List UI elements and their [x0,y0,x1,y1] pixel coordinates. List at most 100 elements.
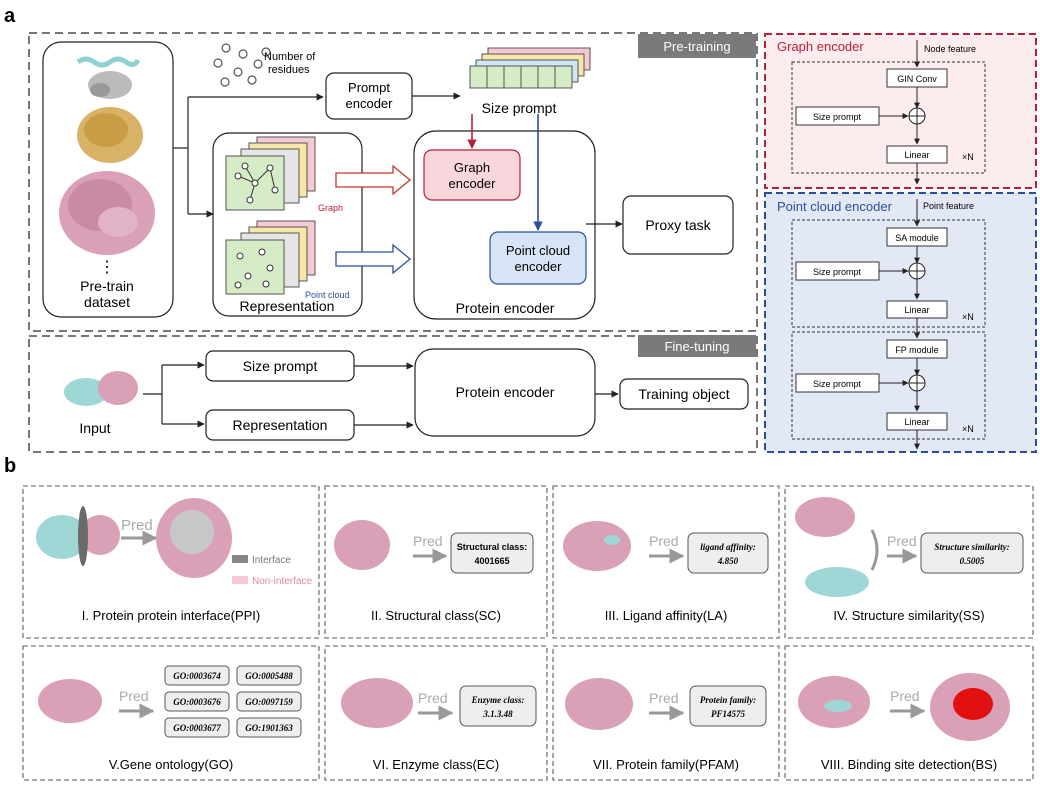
task-box-ec [324,645,548,781]
gin-conv-label: GIN Conv [897,74,937,84]
go-protein [38,679,102,723]
pfam-output-line1: Protein family: [700,695,756,705]
training-object-box [619,378,749,410]
pretraining-frame [28,32,758,332]
ge-times-n: ×N [962,152,974,162]
pc-linear-label-2: Linear [904,417,929,427]
protein-structures-image [59,56,155,255]
interface-label: Interface [252,555,291,566]
pc-times-n-2: ×N [962,424,974,434]
point-cloud-encoder-box [489,231,587,285]
go-term: GO:0003674 [173,671,221,681]
ss-pred-label: Pred [887,533,917,549]
ec-output-box [459,685,537,727]
ppi-output-surface [156,498,232,578]
residue-dots [213,43,271,87]
pc-add-icon-1 [908,262,926,280]
pfam-protein [565,678,633,730]
task-box-bs [784,645,1034,781]
ppi-input-protein [36,506,120,566]
graph-tag: Graph [318,203,343,213]
ss-output-line1: Structure similarity: [934,542,1009,552]
ec-pred-label: Pred [418,690,448,706]
node-feature-label: Node feature [924,44,976,54]
ft-protein-encoder-label: Protein encoder [456,384,555,400]
bs-pred-label: Pred [890,688,920,704]
number-of-residues-line1: Number of [264,51,316,63]
bs-ligand [824,700,852,712]
panel-b-label: b [4,455,16,477]
task-title-ec: VI. Enzyme class(EC) [373,757,499,772]
la-output-box [687,532,769,574]
pc-size-prompt-label-2: Size prompt [813,379,862,389]
graph-hollow-arrow [335,164,412,196]
point-feature-label: Point feature [923,201,974,211]
go-term: GO:0003677 [173,723,221,733]
pc-add-icon-2 [908,374,926,392]
training-object-label: Training object [638,386,729,402]
go-pred-label: Pred [119,688,149,704]
go-term: GO:0097159 [245,697,293,707]
sc-output-box [450,532,534,574]
go-term: GO:0003676 [173,697,221,707]
proxy-task-box [622,195,734,255]
non-interface-label: Non-interface [252,576,312,587]
ge-add-icon [908,107,926,125]
task-box-la [552,485,780,639]
pc-linear-label-1: Linear [904,305,929,315]
ft-size-prompt-label: Size prompt [243,358,318,374]
task-title-ppi: I. Protein protein interface(PPI) [82,608,260,623]
go-terms-grid [164,665,302,738]
bs-output-surface [930,673,1010,741]
graph-representation-stack [225,136,316,211]
ss-output-line2: 0.5005 [960,556,985,566]
sa-module-label: SA module [895,233,939,243]
ec-protein [341,678,413,728]
protein-encoder-label: Protein encoder [456,300,555,316]
task-title-ss: IV. Structure similarity(SS) [833,608,984,623]
representation-label: Representation [240,298,335,314]
pretrain-dataset-line2: dataset [84,294,130,310]
point-cloud-representation-stack [225,220,316,295]
la-ligand [604,535,620,545]
sc-output-line1: Structural class: [457,542,528,552]
ec-output-line2: 3.1.3.48 [482,709,513,719]
ec-output-line1: Enzyme class: [471,695,525,705]
pretraining-tab [638,34,756,58]
ss-output-box [920,532,1024,574]
point-cloud-encoder-line1: Point cloud [506,243,570,258]
la-pred-label: Pred [649,533,679,549]
sc-output-line2: 4001665 [474,556,509,566]
prompt-encoder-line2: encoder [346,96,394,111]
graph-encoder-panel-title: Graph encoder [777,39,864,54]
task-box-go [22,645,320,781]
ss-compare-arrow [870,529,879,571]
la-output-line2: 4.850 [717,556,739,566]
la-output-line1: ligand affinity: [700,542,756,552]
sc-protein [334,520,390,570]
prompt-encoder-line1: Prompt [348,80,390,95]
pfam-pred-label: Pred [649,690,679,706]
fp-module-label: FP module [895,345,938,355]
task-title-bs: VIII. Binding site detection(BS) [821,757,997,772]
size-prompt-tensor [469,47,591,89]
graph-encoder-line2: encoder [449,176,497,191]
task-title-sc: II. Structural class(SC) [371,608,501,623]
non-interface-swatch [232,576,248,584]
pretrain-dataset-line1: Pre-train [80,278,134,294]
ft-representation-label: Representation [233,417,328,433]
size-prompt-label: Size prompt [482,100,557,116]
input-protein-image [64,371,138,406]
task-box-ppi [22,485,320,639]
ft-input-label: Input [79,420,110,436]
ppi-pred-label: Pred [121,517,153,534]
point-cloud-encoder-line2: encoder [515,259,563,274]
point-cloud-tag: Point cloud [305,290,350,300]
go-term: GO:0005488 [245,671,293,681]
task-title-go: V.Gene ontology(GO) [109,757,234,772]
proxy-task-label: Proxy task [645,217,711,233]
sa-block [791,219,986,328]
task-box-sc [324,485,548,639]
sc-pred-label: Pred [413,533,443,549]
